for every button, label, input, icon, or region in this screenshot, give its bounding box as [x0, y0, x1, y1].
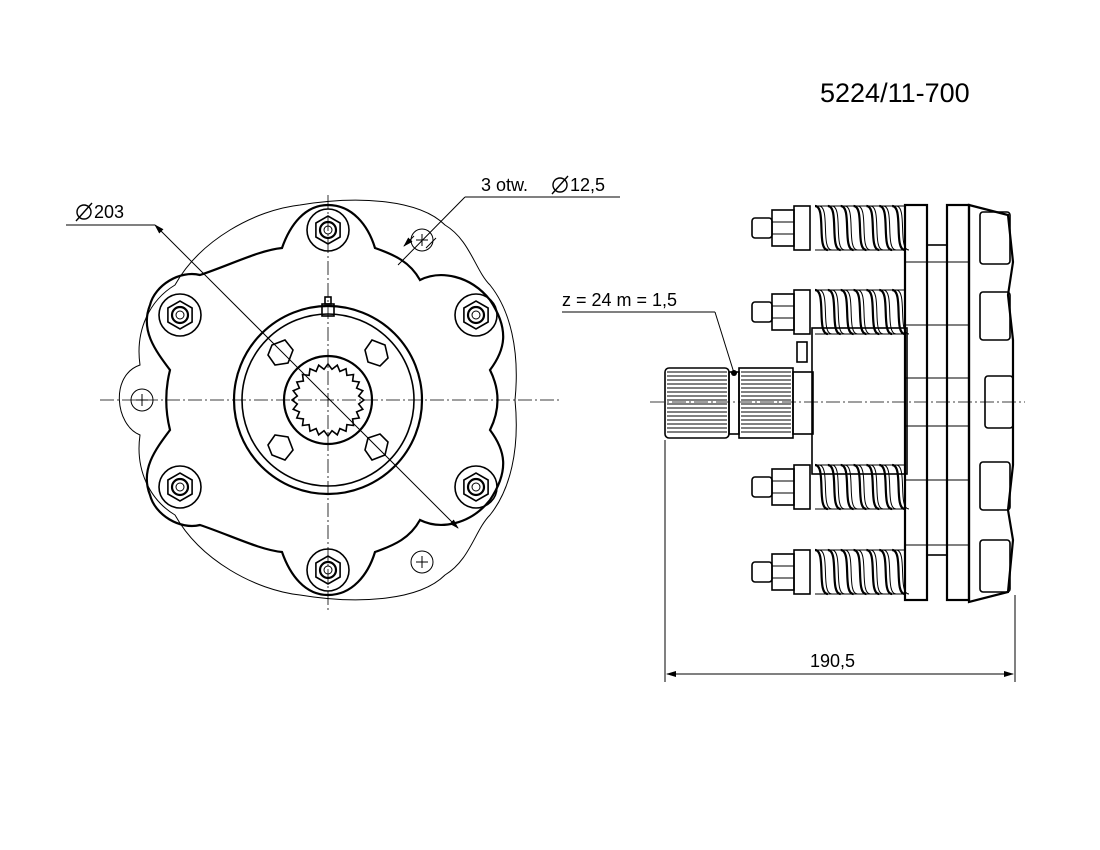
part-number: 5224/11-700: [820, 78, 970, 108]
spring-bolt-assembly: [751, 463, 910, 511]
outer-housing: [967, 203, 1015, 604]
diameter-symbol-icon: [75, 202, 93, 222]
bolt-hex-nut-icon: [315, 555, 341, 585]
hub-body: [811, 327, 908, 475]
spline-spec: z = 24 m = 1,5: [562, 290, 677, 310]
bolt-position: [306, 548, 350, 592]
housing-nut-4: [979, 461, 1011, 511]
side-view: z = 24 m = 1,5 190,5: [562, 203, 1025, 682]
spline-leader-dot: [731, 370, 737, 376]
spring-assemblies: [751, 204, 910, 596]
spring-bolt-assembly: [751, 548, 910, 596]
holes-count: 3 otw.: [481, 175, 528, 195]
hex-nut-icon: [771, 468, 795, 506]
bolt-position: [454, 293, 498, 337]
bolt-hex-nut-icon: [463, 300, 489, 330]
hex-nut-icon: [771, 553, 795, 591]
shaft-groove: [728, 371, 740, 435]
outer-diameter-label: 203: [75, 202, 124, 222]
bolt-position: [158, 293, 202, 337]
holes-label: 3 otw. 12,5: [481, 175, 605, 195]
bolt-position: [158, 465, 202, 509]
spring-bolt-assembly: [751, 204, 910, 252]
pressure-plate: [903, 203, 929, 602]
housing-nut-3: [984, 375, 1014, 429]
hub-collar: [792, 371, 814, 435]
housing-nut-1: [979, 211, 1011, 265]
outer-diameter-value: 203: [94, 202, 124, 222]
shaft-splines: [667, 371, 727, 433]
housing-outline: [967, 203, 1015, 604]
holes-leader-line: [397, 196, 466, 266]
hex-nut-icon: [771, 293, 795, 331]
diameter-symbol-icon: [551, 175, 569, 195]
clutch-plate-stack: [903, 203, 971, 602]
hex-nut-icon: [771, 209, 795, 247]
front-view: 203 3 otw. 12,5: [66, 175, 620, 610]
overall-length-value: 190,5: [810, 651, 855, 671]
intermediate-plate: [945, 203, 971, 602]
holes-arrow-a: [403, 235, 415, 247]
bolt-position: [454, 465, 498, 509]
bolt-hex-nut-icon: [463, 472, 489, 502]
friction-disc-a: [926, 244, 948, 556]
housing-nut-2: [979, 291, 1011, 341]
grease-nipple-side: [796, 341, 808, 363]
hub-splines: [741, 371, 791, 433]
outer-diameter-dimension-line: [154, 224, 459, 529]
spline-leader-line: [714, 311, 735, 374]
holes-diameter: 12,5: [570, 175, 605, 195]
holes-arrow-b: [425, 237, 437, 249]
spring-bolt-assembly: [751, 288, 910, 336]
housing-nut-5: [979, 539, 1011, 593]
mounting-holes: [130, 228, 434, 574]
